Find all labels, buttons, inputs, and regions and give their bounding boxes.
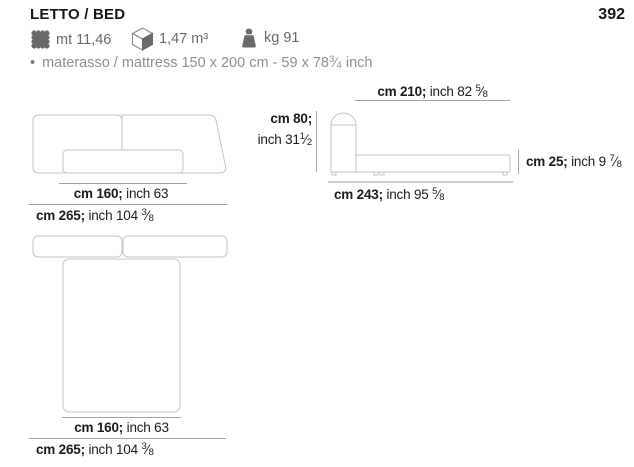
weight-icon [239, 27, 259, 49]
side-length-line [355, 100, 510, 101]
spec-volume-label: 1,47 m³ [159, 31, 209, 47]
plan-mattress-width-label: cm 160; inch 63 [74, 420, 169, 435]
page-title: LETTO / BED [30, 6, 126, 23]
side-length-label: cm 210; inch 82 5⁄8 [377, 83, 488, 100]
spec-volume: 1,47 m³ [131, 27, 208, 51]
side-foot [331, 171, 337, 176]
side-headboard [330, 112, 357, 173]
side-height-label: cm 80; inch 311⁄2 [257, 111, 313, 148]
mattress-note: •materasso / mattress 150 x 200 cm - 59 … [30, 54, 373, 71]
plan-headboard-left-panel [32, 235, 123, 258]
front-mattress-width-label: cm 160; inch 63 [73, 186, 169, 201]
side-view-diagram [325, 108, 525, 178]
side-base-height-line [518, 150, 519, 174]
side-bed-base [355, 154, 511, 173]
plan-headboard-right-panel [122, 235, 228, 258]
front-mattress [62, 149, 184, 174]
spec-fabric-label: mt 11,46 [56, 31, 112, 48]
side-height-line [316, 111, 317, 172]
spec-weight-label: kg 91 [264, 30, 300, 46]
side-foot [379, 171, 385, 176]
spec-weight: kg 91 [239, 27, 299, 49]
plan-total-width-label: cm 265; inch 104 3⁄8 [36, 441, 154, 458]
front-total-width-label: cm 265; inch 104 3⁄8 [36, 207, 154, 224]
side-foot [502, 171, 508, 176]
front-total-width-line [29, 204, 227, 205]
spec-fabric-meters: mt 11,46 [30, 29, 111, 50]
side-foot [373, 171, 379, 176]
side-ground-line [328, 181, 513, 183]
page-number: 392 [598, 6, 625, 23]
side-base-height-label: cm 25; inch 9 7⁄8 [526, 153, 622, 170]
fabric-swatch-icon [30, 29, 51, 50]
plan-total-width-line [29, 438, 226, 439]
front-headboard-right-panel [121, 114, 227, 174]
plan-mattress [62, 258, 181, 413]
bullet: • [30, 55, 36, 71]
plan-mattress-width-line [62, 417, 181, 418]
front-mattress-width-line [59, 183, 187, 184]
side-total-length-label: cm 243; inch 95 5⁄8 [334, 186, 445, 203]
volume-box-icon [131, 27, 154, 51]
plan-view-diagram [25, 232, 235, 417]
front-view-diagram [25, 110, 235, 178]
